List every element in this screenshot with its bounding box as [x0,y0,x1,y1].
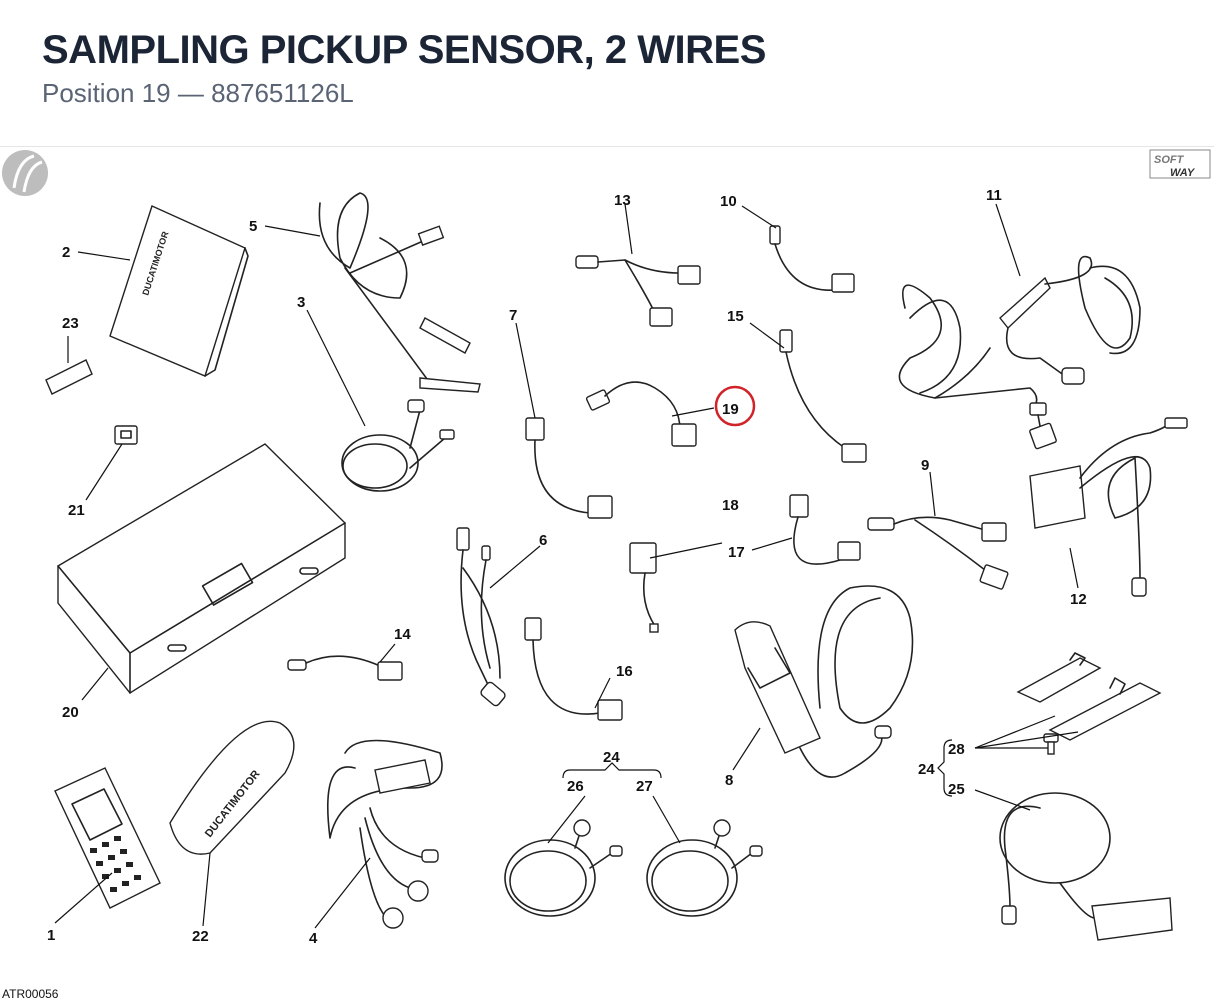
callout-8: 8 [725,772,733,789]
callout-5: 5 [249,218,257,235]
callout-numbers: 2 23 21 5 3 13 10 11 7 15 19 9 12 18 17 … [47,187,1087,947]
part-cable-27 [646,819,763,917]
part-harness-4 [327,739,443,929]
callout-26: 26 [567,778,584,795]
part-carry-case [57,443,346,694]
callout-21: 21 [68,502,85,519]
part-big-harness-11 [898,255,1141,450]
callout-3: 3 [297,294,305,311]
svg-text:WAY: WAY [1170,167,1196,179]
callout-24-right: 24 [918,761,935,778]
part-manual-book: DUCATIMOTOR [109,205,249,377]
part-cable-with-clamps [318,192,481,393]
part-current-clamp-8 [734,585,914,778]
callout-11: 11 [986,187,1002,204]
part-cable-16 [524,617,623,721]
callout-20: 20 [62,704,79,721]
page-title: SAMPLING PICKUP SENSOR, 2 WIRES [42,28,766,72]
page-header: SAMPLING PICKUP SENSOR, 2 WIRES Position… [0,0,1214,146]
callout-13: 13 [614,192,631,209]
part-cable-10 [769,225,855,293]
part-cable-7 [525,417,613,519]
callout-22: 22 [192,928,209,945]
parts-diagram-svg: SOFT WAY DUCATIMOTOR [2,149,1211,947]
callout-14: 14 [394,626,411,643]
callout-28: 28 [948,741,965,758]
part-cable-25 [999,792,1173,941]
softway-logo-icon: SOFT WAY [1149,149,1211,179]
callout-19: 19 [722,401,739,418]
callout-4: 4 [309,930,318,947]
part-sticker [45,359,93,395]
callout-17: 17 [728,544,745,561]
page-subtitle: Position 19 — 887651126L [42,78,354,108]
part-brackets-28 [1016,652,1162,755]
callout-1: 1 [47,927,55,944]
callout-6: 6 [539,532,547,549]
part-cable-14 [287,655,403,681]
position-19-highlight-ring [714,385,756,427]
part-harness-13 [575,255,701,327]
svg-text:SOFT: SOFT [1154,154,1185,166]
callout-23: 23 [62,315,79,332]
part-cable-15 [779,329,867,463]
callout-9: 9 [921,457,929,474]
callout-18: 18 [722,497,739,514]
exploded-diagram: SOFT WAY DUCATIMOTOR [0,148,1214,1003]
figure-code: ATR00056 [2,987,59,1001]
part-harness-9 [867,516,1009,590]
callout-7: 7 [509,307,517,324]
leader-lines [54,203,1079,929]
callout-15: 15 [727,308,744,325]
callout-24-top: 24 [603,749,620,766]
part-interface-box-12 [1029,417,1188,597]
callout-25: 25 [948,781,965,798]
part-handheld-tester [54,767,161,909]
round-logo-icon [2,150,48,196]
part-small-clip [114,425,138,445]
part-soft-pouch: DUCATIMOTOR [169,720,295,855]
part-cable-26 [504,819,623,917]
part-coiled-cable-3 [341,399,455,492]
callout-10: 10 [720,193,737,210]
callout-12: 12 [1070,591,1087,608]
part-cable-17 [789,494,861,565]
header-divider [0,146,1214,147]
part-connector-18 [629,542,659,633]
part-harness-6 [456,527,506,707]
callout-16: 16 [616,663,633,680]
callout-27: 27 [636,778,653,795]
callout-2: 2 [62,244,70,261]
